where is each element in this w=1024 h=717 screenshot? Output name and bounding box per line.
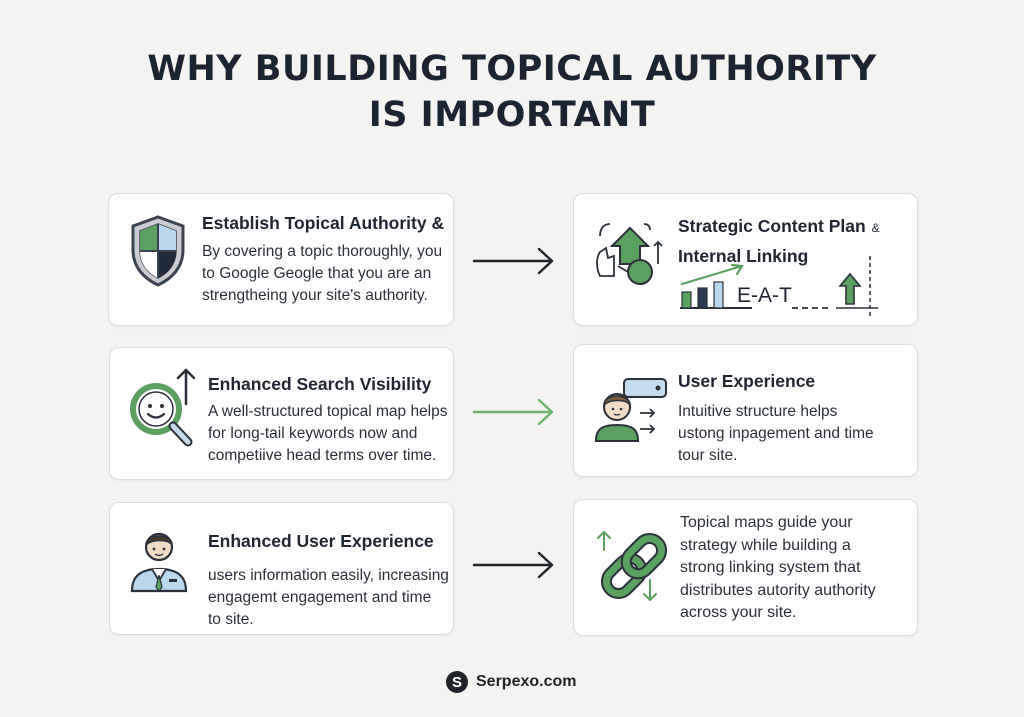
card-body-line: distributes autority authority: [680, 581, 876, 599]
card-heading: Enhanced Search Visibility: [208, 374, 432, 394]
card-body-line: A well-structured topical map helps: [208, 403, 448, 420]
card-strategic-content-plan: Strategic Content Plan& Internal Linking…: [573, 193, 918, 326]
footer-site-link[interactable]: Serpexo.com: [476, 673, 577, 690]
card-body-line: Intuitive structure helps: [678, 403, 838, 420]
businessman-icon: [130, 532, 188, 593]
chart-label-eat: E-A-T: [737, 284, 792, 307]
user-screen-icon: [594, 378, 667, 442]
card-user-experience-right: User Experience Intuitive structure help…: [573, 344, 918, 477]
card-body-line: engagemt engagement and time: [208, 589, 432, 606]
shield-icon: [131, 215, 185, 287]
card-heading: Enhanced User Experience: [208, 531, 434, 551]
title-line-1: WHY BUILDING TOPICAL AUTHORITY: [147, 49, 877, 89]
card-body-line: By covering a topic thoroughly, you: [202, 243, 443, 260]
card-body-line: competiive head terms over time.: [208, 447, 437, 464]
card-body-line: to site.: [208, 611, 254, 628]
card-heading-line: Internal Linking: [678, 246, 809, 266]
card-body-line: across your site.: [680, 604, 797, 621]
card-user-experience-left: Enhanced User Experience users informati…: [109, 502, 454, 635]
serpexo-logo-icon: S: [446, 671, 468, 693]
card-heading: Strategic Content Plan& Internal Linking: [678, 214, 880, 268]
right-arrow-icon: [472, 551, 554, 579]
card-body-line: to Google Geogle that you are an: [202, 265, 432, 282]
right-arrow-icon: [472, 398, 554, 426]
card-body-line: strengtheing your site's authority.: [202, 287, 428, 304]
card-establish-authority: Establish Topical Authority & By coverin…: [108, 193, 454, 326]
card-body: By covering a topic thoroughly, you to G…: [202, 241, 442, 307]
right-arrow-icon: [472, 247, 554, 275]
card-heading-suffix: &: [871, 221, 880, 235]
page-title: WHY BUILDING TOPICAL AUTHORITY IS IMPORT…: [0, 46, 1024, 138]
card-body-line: users information easily, increasing: [208, 567, 449, 584]
card-topical-maps: Topical maps guide your strategy while b…: [573, 499, 918, 636]
card-body-line: strategy while building a: [680, 536, 851, 554]
card-heading: User Experience: [678, 371, 816, 391]
card-body-line: for long-tail keywords now and: [208, 425, 418, 442]
card-body-line: tour site.: [678, 447, 738, 464]
card-body: Intuitive structure helps ustong inpagem…: [678, 401, 874, 467]
strategy-chart-icon: [596, 223, 878, 316]
title-line-2: IS IMPORTANT: [368, 95, 656, 135]
magnifier-smile-icon: [130, 368, 196, 447]
footer-brand: S Serpexo.com: [446, 670, 576, 694]
card-body-line: ustong inpagement and time: [678, 425, 874, 442]
card-heading-line: Strategic Content Plan: [678, 216, 866, 236]
card-body-line: Topical maps guide your: [680, 514, 853, 531]
card-body: A well-structured topical map helps for …: [208, 401, 448, 467]
chain-link-icon: [597, 531, 668, 601]
card-search-visibility: Enhanced Search Visibility A well-struct…: [109, 347, 454, 480]
card-body-line: strong linking system that: [680, 559, 861, 576]
card-body: Topical maps guide your strategy while b…: [680, 512, 876, 625]
card-body: users information easily, increasing eng…: [208, 565, 449, 631]
card-heading: Establish Topical Authority &: [202, 213, 445, 233]
